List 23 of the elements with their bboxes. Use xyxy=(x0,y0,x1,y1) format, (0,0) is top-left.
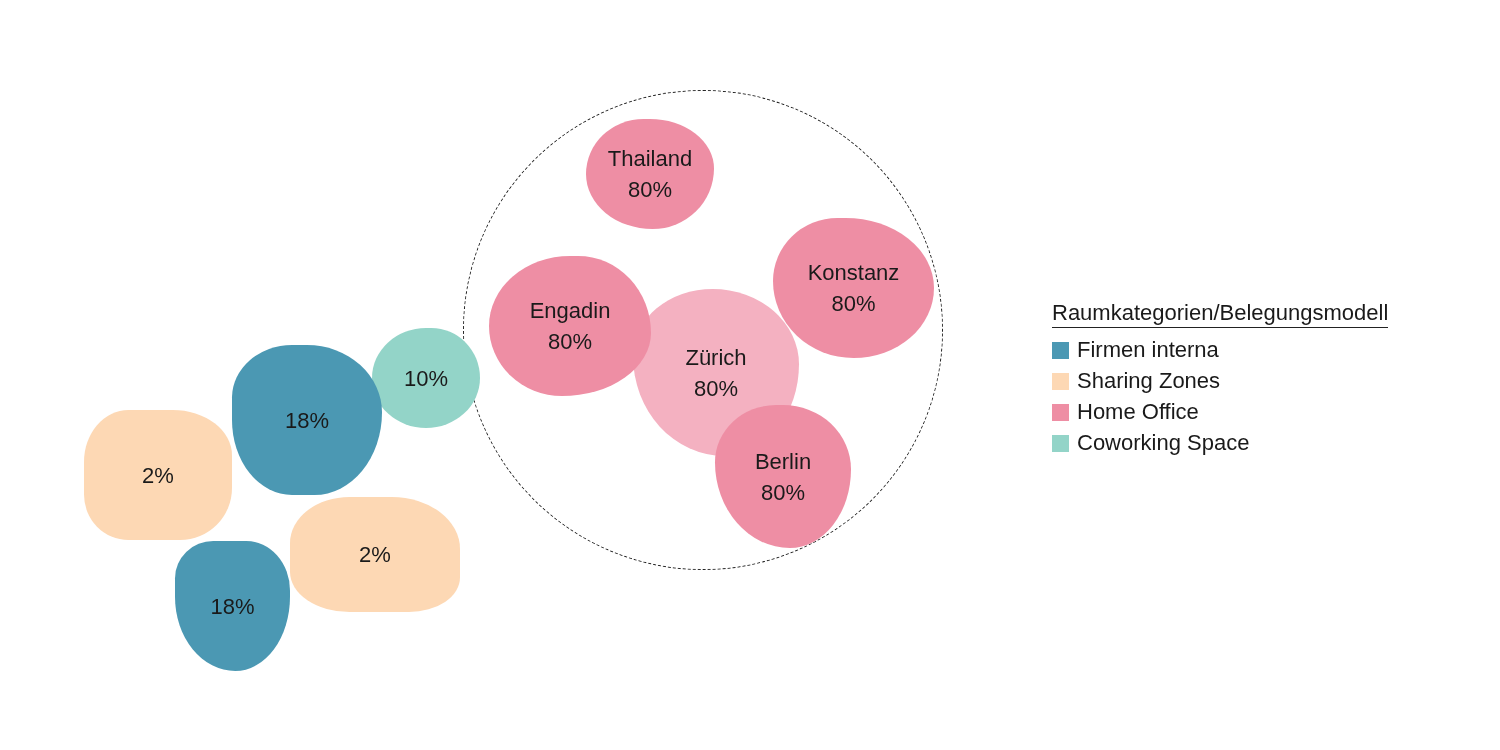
place-name: Konstanz xyxy=(807,259,900,287)
percentage-text: 80% xyxy=(627,176,672,204)
percentage-text: 80% xyxy=(693,374,738,403)
percentage-text: 2% xyxy=(142,461,174,490)
place-name: Thailand xyxy=(607,145,693,173)
legend-label: Sharing Zones xyxy=(1077,368,1221,393)
area-blob xyxy=(84,410,232,540)
percentage-text: 80% xyxy=(760,478,805,507)
place-name: Engadin xyxy=(529,297,611,325)
legend-title: Raumkategorien/Belegungsmodell xyxy=(1052,300,1389,328)
percentage-text: 18% xyxy=(210,592,255,621)
legend-label: Home Office xyxy=(1077,399,1199,424)
legend-label: Firmen interna xyxy=(1077,337,1219,362)
percentage-text: 18% xyxy=(284,406,329,435)
place-name: Berlin xyxy=(754,447,812,476)
place-name: Zürich xyxy=(685,343,747,372)
percentage-text: 80% xyxy=(547,328,592,356)
percentage-text: 80% xyxy=(831,290,876,318)
dashed-circle xyxy=(463,90,943,570)
percentage-text: 2% xyxy=(359,541,391,569)
legend-label: Coworking Space xyxy=(1077,430,1250,455)
area-blob xyxy=(290,497,460,612)
percentage-text: 10% xyxy=(403,364,448,393)
